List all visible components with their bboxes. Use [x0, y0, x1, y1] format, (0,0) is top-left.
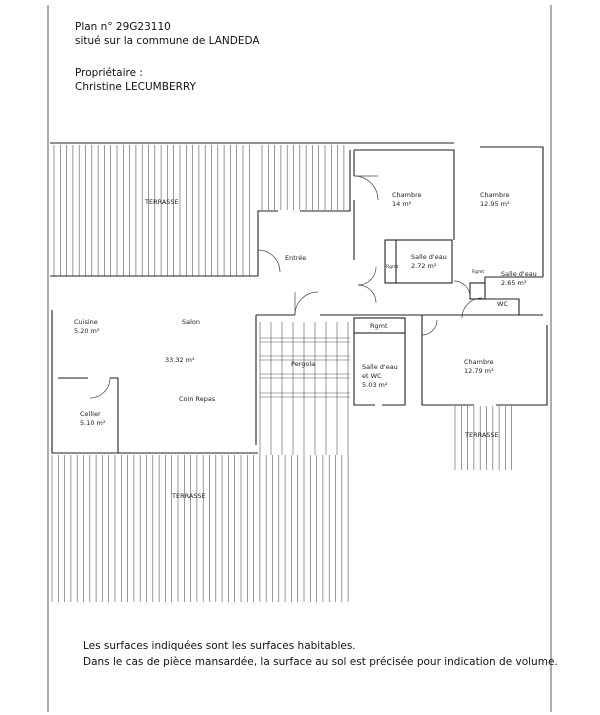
- label-chambre1: Chambre: [392, 191, 422, 199]
- label-terrasse-right: TERRASSE: [464, 431, 499, 439]
- label-cuisine: Cuisine: [74, 318, 98, 326]
- label-pergola: Pergola: [291, 360, 315, 368]
- label-chambre3-area: 12.79 m²: [464, 367, 494, 375]
- label-rgmt2: Rgmt: [472, 269, 484, 275]
- plan-header: Plan n° 29G23110 situé sur la commune de…: [75, 20, 260, 48]
- label-salon: Salon: [182, 318, 200, 326]
- label-sde3: Salle d'eau: [362, 363, 398, 371]
- footer-line-2: Dans le cas de pièce mansardée, la surfa…: [83, 656, 558, 668]
- label-chambre2: Chambre: [480, 191, 510, 199]
- walls: [50, 142, 548, 454]
- label-terrasse-bottom: TERRASSE: [171, 492, 206, 500]
- label-rgmt1: Rgmt: [386, 264, 398, 270]
- label-terrasse-top: TERRASSE: [144, 198, 179, 206]
- owner-block: Propriétaire : Christine LECUMBERRY: [75, 66, 196, 94]
- plan-number: Plan n° 29G23110: [75, 21, 171, 33]
- owner-label: Propriétaire :: [75, 67, 143, 79]
- label-sde2: Salle d'eau: [501, 270, 537, 278]
- room-labels: TERRASSE Entrée Chambre 14 m² Chambre 12…: [74, 191, 537, 500]
- label-chambre2-area: 12.95 m²: [480, 200, 510, 208]
- label-chambre3: Chambre: [464, 358, 494, 366]
- label-sde1-area: 2.72 m²: [411, 262, 437, 270]
- page-frame: [47, 5, 552, 712]
- label-sde3-area: 5.03 m²: [362, 381, 388, 389]
- label-sde1: Salle d'eau: [411, 253, 447, 261]
- label-cellier: Cellier: [80, 410, 101, 418]
- owner-name: Christine LECUMBERRY: [75, 81, 196, 93]
- label-coin-repas: Coin Repas: [179, 395, 216, 403]
- label-salon-area: 33.32 m²: [165, 356, 195, 364]
- label-cellier-area: 5.10 m²: [80, 419, 106, 427]
- plan-location: situé sur la commune de LANDEDA: [75, 35, 260, 47]
- label-sde2-area: 2.65 m²: [501, 279, 527, 287]
- pergola-grid: [260, 337, 350, 398]
- label-chambre1-area: 14 m²: [392, 200, 412, 208]
- label-entree: Entrée: [285, 254, 306, 262]
- footer-note: Les surfaces indiquées sont les surfaces…: [83, 638, 558, 670]
- label-rgmt3: Rgmt: [370, 322, 388, 330]
- label-sde3-line2: et WC: [362, 372, 382, 380]
- label-cuisine-area: 5.20 m²: [74, 327, 100, 335]
- doors: [89, 175, 483, 399]
- deck-planks: [51, 145, 513, 602]
- footer-line-1: Les surfaces indiquées sont les surfaces…: [83, 640, 356, 652]
- label-wc: WC: [497, 300, 508, 308]
